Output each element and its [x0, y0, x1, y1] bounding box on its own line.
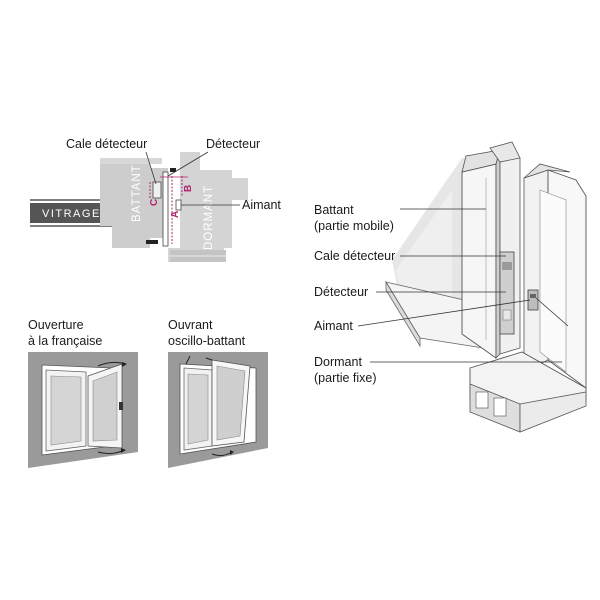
vitrage-label: VITRAGE [42, 208, 101, 220]
section-view: VITRAGE BATTANT DORMANT A B [30, 137, 281, 262]
detecteur-block [162, 171, 169, 247]
aimant-label-right: Aimant [314, 319, 353, 333]
aimant-leader-right-2 [535, 297, 569, 327]
dormant-label-line2: (partie fixe) [314, 371, 377, 385]
battant-label: BATTANT [131, 164, 143, 222]
tilt-turn-label-line2: oscillo-battant [168, 334, 246, 348]
casement-label-line1: Ouverture [28, 318, 84, 332]
dormant-bottom-rail [469, 351, 587, 433]
cale-detecteur-label-right: Cale détecteur [314, 249, 395, 263]
opening-type-casement: Ouverture à la française [28, 318, 138, 468]
dormant-profile: DORMANT [168, 152, 248, 262]
tilt-turn-label-line1: Ouvrant [168, 318, 213, 332]
perspective-view: Battant (partie mobile) Cale détecteur D… [314, 141, 587, 433]
aimant-label: Aimant [242, 198, 281, 212]
dormant-label-line1: Dormant [314, 355, 362, 369]
dimension-c-label: C [149, 199, 160, 206]
dormant-vertical [523, 163, 587, 389]
detecteur-label-right: Détecteur [314, 285, 368, 299]
battant-profile: BATTANT [100, 158, 168, 248]
cale-detecteur-leader [145, 151, 157, 185]
dimension-b-label: B [183, 185, 194, 192]
dimension-lines: A B C [149, 176, 194, 244]
casement-label-line2: à la française [28, 334, 102, 348]
aimant-block [175, 199, 182, 211]
dimension-a-label: A [170, 211, 181, 218]
dormant-label: DORMANT [203, 185, 215, 250]
cale-detecteur-block [152, 181, 162, 199]
aimant-leader-right-1 [357, 299, 531, 327]
gasket-bottom [146, 240, 158, 244]
battant-label-line2: (partie mobile) [314, 219, 394, 233]
detecteur-label: Détecteur [206, 137, 260, 151]
opening-type-tilt-turn: Ouvrant oscillo-battant [168, 318, 268, 468]
cale-detecteur-label: Cale détecteur [66, 137, 147, 151]
battant-label-line1: Battant [314, 203, 354, 217]
cale-detecteur-device [502, 262, 512, 270]
glazing: VITRAGE [30, 199, 112, 227]
detecteur-leader [167, 151, 209, 177]
gasket-top [170, 168, 176, 172]
